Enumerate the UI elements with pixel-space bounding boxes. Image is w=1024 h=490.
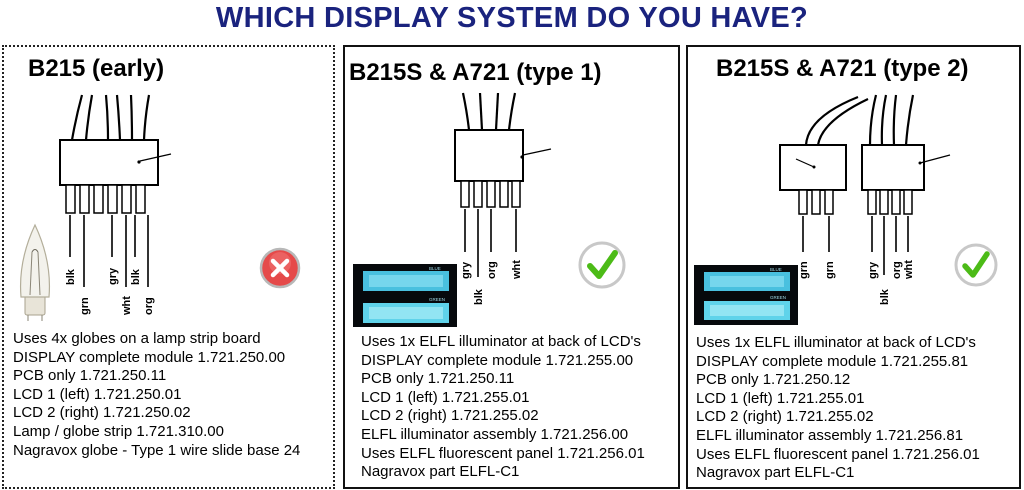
panel-b215-early: blk grn gry wht blk org B215 (early) Use… [2,45,335,489]
part-line: LCD 1 (left) 1.721.255.01 [696,389,865,407]
wire-label: wht [121,296,133,316]
part-line: PCB only 1.721.250.11 [13,367,167,385]
wire-label: blk [879,288,891,305]
part-line: DISPLAY complete module 1.721.250.00 [13,348,286,366]
part-line: Uses ELFL fluorescent panel 1.721.256.01 [696,445,980,463]
connector-body [454,129,524,182]
part-line: ELFL illuminator assembly 1.721.256.00 [361,425,629,443]
connector-wires [70,94,151,141]
connector-pins [460,180,521,208]
panel-label: GREEN [429,297,445,302]
part-list: Uses 1x ELFL illuminator at back of LCD'… [696,334,980,483]
part-line: LCD 1 (left) 1.721.250.01 [13,385,182,403]
connector-wires [804,94,915,146]
panel-label: BLUE [770,267,782,272]
part-line: Lamp / globe strip 1.721.310.00 [13,422,224,440]
panel-title: B215S & A721 (type 1) [349,59,602,86]
panel-title: B215 (early) [28,55,165,82]
wire-label: blk [65,268,77,285]
page-title: WHICH DISPLAY SYSTEM DO YOU HAVE? [215,2,809,34]
green-check-icon [954,243,998,287]
part-list: Uses 1x ELFL illuminator at back of LCD'… [361,333,645,482]
elfl-panel-image: BLUE GREEN [353,264,457,327]
part-line: LCD 2 (right) 1.721.255.02 [361,407,539,425]
connector-leads [464,209,517,277]
part-line: Nagravox globe - Type 1 wire slide base … [13,441,301,459]
part-line: Nagravox part ELFL-C1 [696,464,855,482]
red-x-icon [259,247,301,289]
connector-leads [802,216,909,275]
wire-label: wht [511,260,523,280]
part-line: LCD 2 (right) 1.721.255.02 [696,408,874,426]
connector-pins [65,184,146,214]
part-line: PCB only 1.721.250.12 [696,371,851,389]
connector-body [59,139,159,186]
panel-b215s-a721-type2: grn grn gry blk org wht BLUE GREEN B215S… [686,45,1021,489]
type1-connector-diagram: gry blk org wht BLUE GREEN [353,92,626,327]
part-line: DISPLAY complete module 1.721.255.81 [696,352,969,370]
part-line: ELFL illuminator assembly 1.721.256.81 [696,426,964,444]
part-line: LCD 1 (left) 1.721.255.01 [361,388,530,406]
wire-label: blk [130,268,142,285]
part-line: Uses 4x globes on a lamp strip board [13,330,261,347]
connector-body [779,144,847,191]
wire-label: gry [460,261,472,279]
part-line: PCB only 1.721.250.11 [361,370,515,388]
part-line: Uses ELFL fluorescent panel 1.721.256.01 [361,444,645,462]
type2-connector-diagram: grn grn gry blk org wht BLUE GREEN [694,94,998,325]
connector-pins [798,189,913,215]
lamp-globe-icon [19,223,51,321]
connector-wires [461,92,517,131]
panel-label: GREEN [770,295,786,300]
panel-label: BLUE [429,266,441,271]
elfl-panel-image: BLUE GREEN [694,265,798,325]
connector-body [861,144,925,191]
part-line: Uses 1x ELFL illuminator at back of LCD'… [696,334,976,351]
panel-b215s-a721-type1: gry blk org wht BLUE GREEN B215S & A721 … [343,45,680,489]
wire-label: blk [473,288,485,305]
wire-label: grn [79,297,91,315]
wire-label: gry [867,261,879,279]
part-line: Nagravox part ELFL-C1 [361,463,520,481]
green-check-icon [578,241,626,289]
part-list: Uses 4x globes on a lamp strip board DIS… [13,330,300,460]
wire-label: grn [824,261,836,279]
wire-label: org [143,297,155,315]
part-line: Uses 1x ELFL illuminator at back of LCD'… [361,333,641,350]
wire-label: grn [798,261,810,279]
b215-connector-diagram: blk grn gry wht blk org [19,94,301,321]
wire-label: org [486,261,498,279]
wire-label: org [891,261,903,279]
wire-label: wht [903,260,915,280]
wire-label: gry [107,267,119,285]
part-line: DISPLAY complete module 1.721.255.00 [361,351,634,369]
part-line: LCD 2 (right) 1.721.250.02 [13,404,191,422]
panel-title: B215S & A721 (type 2) [716,55,969,82]
connector-leads [69,215,149,287]
